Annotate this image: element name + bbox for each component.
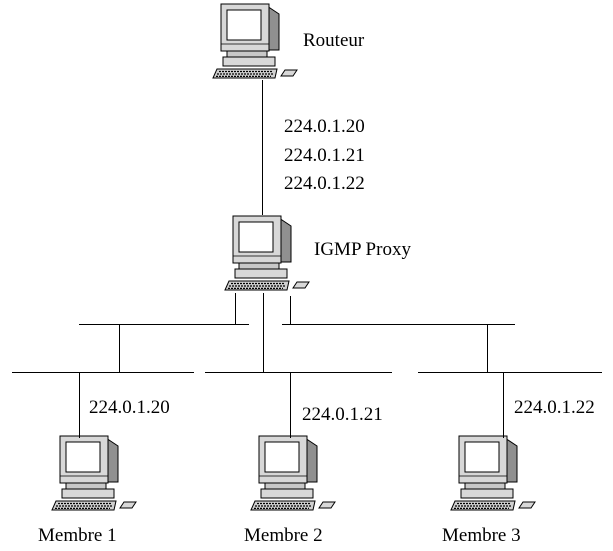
member3-group-label: 224.0.1.22 xyxy=(514,397,595,418)
uplink-group-1: 224.0.1.20 xyxy=(284,116,365,137)
member2-label: Membre 2 xyxy=(244,525,323,546)
member3-label: Membre 3 xyxy=(442,525,521,546)
proxy-computer-icon xyxy=(224,215,310,291)
member2-computer-icon xyxy=(250,435,336,511)
router-computer-icon xyxy=(212,3,298,79)
member1-label: Membre 1 xyxy=(38,525,117,546)
uplink-group-3: 224.0.1.22 xyxy=(284,173,365,194)
member2-group-label: 224.0.1.21 xyxy=(302,404,383,425)
router-label: Routeur xyxy=(303,30,365,51)
member1-group-label: 224.0.1.20 xyxy=(89,397,170,418)
uplink-group-2: 224.0.1.21 xyxy=(284,145,365,166)
member1-computer-icon xyxy=(51,435,137,511)
member3-computer-icon xyxy=(450,435,536,511)
proxy-label: IGMP Proxy xyxy=(314,239,411,260)
